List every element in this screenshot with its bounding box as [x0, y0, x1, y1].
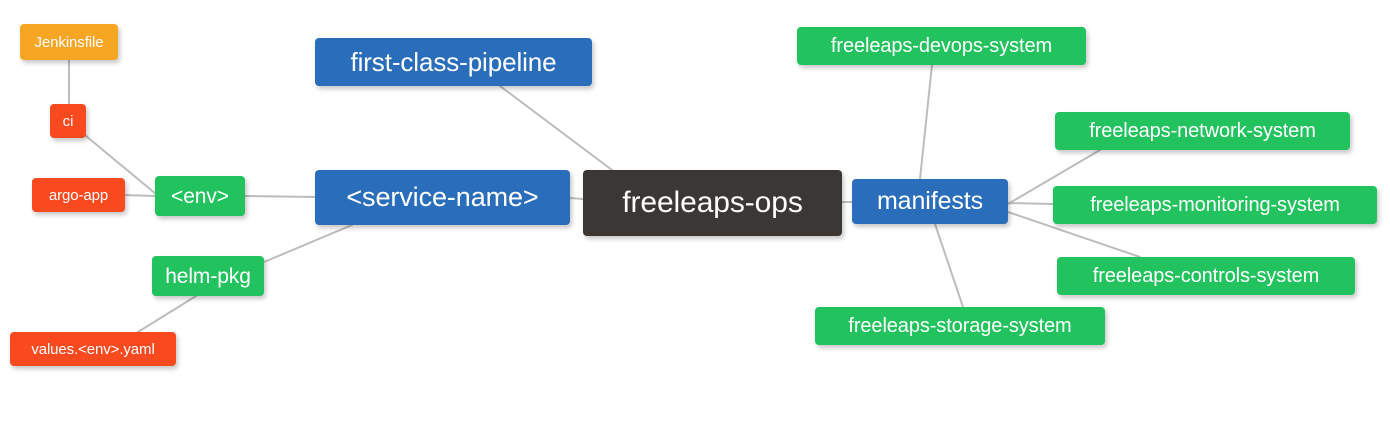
node-argo-app[interactable]: argo-app: [32, 178, 125, 212]
node-network[interactable]: freeleaps-network-system: [1055, 112, 1350, 150]
node-jenkinsfile[interactable]: Jenkinsfile: [20, 24, 118, 60]
edge-manifests-to-devops: [919, 64, 933, 180]
node-pipeline[interactable]: first-class-pipeline: [315, 38, 592, 86]
node-label: freeleaps-ops: [622, 186, 803, 219]
edge-helm-pkg-to-values-yaml: [137, 295, 197, 333]
node-label: first-class-pipeline: [350, 47, 557, 77]
edge-env-to-service-name: [244, 195, 316, 198]
edge-argo-app-to-env: [124, 194, 156, 197]
node-label: Jenkinsfile: [34, 33, 104, 51]
node-label: ci: [62, 112, 74, 130]
node-label: freeleaps-devops-system: [830, 35, 1053, 57]
edge-manifests-to-monitoring: [1007, 202, 1054, 205]
node-label: <env>: [171, 184, 229, 208]
node-storage[interactable]: freeleaps-storage-system: [815, 307, 1105, 345]
node-label: argo-app: [48, 186, 109, 204]
node-devops[interactable]: freeleaps-devops-system: [797, 27, 1086, 65]
node-manifests[interactable]: manifests: [852, 179, 1008, 224]
node-ci[interactable]: ci: [50, 104, 86, 138]
node-values-yaml[interactable]: values.<env>.yaml: [10, 332, 176, 366]
node-monitoring[interactable]: freeleaps-monitoring-system: [1053, 186, 1377, 224]
node-env[interactable]: <env>: [155, 176, 245, 216]
node-label: freeleaps-controls-system: [1092, 265, 1320, 287]
edge-manifests-to-storage: [934, 223, 964, 308]
node-label: values.<env>.yaml: [31, 340, 155, 358]
edge-pipeline-to-freeleaps-ops: [499, 85, 613, 171]
edge-service-name-to-freeleaps-ops: [569, 197, 584, 200]
node-helm-pkg[interactable]: helm-pkg: [152, 256, 264, 296]
node-label: <service-name>: [346, 182, 539, 212]
node-label: manifests: [876, 187, 984, 215]
node-label: freeleaps-network-system: [1089, 120, 1316, 142]
node-label: freeleaps-monitoring-system: [1090, 194, 1340, 216]
edge-service-name-to-helm-pkg: [263, 224, 353, 263]
node-freeleaps-ops[interactable]: freeleaps-ops: [583, 170, 842, 236]
node-service-name[interactable]: <service-name>: [315, 170, 570, 225]
node-label: helm-pkg: [165, 264, 251, 288]
node-controls[interactable]: freeleaps-controls-system: [1057, 257, 1355, 295]
node-label: freeleaps-storage-system: [848, 315, 1072, 337]
